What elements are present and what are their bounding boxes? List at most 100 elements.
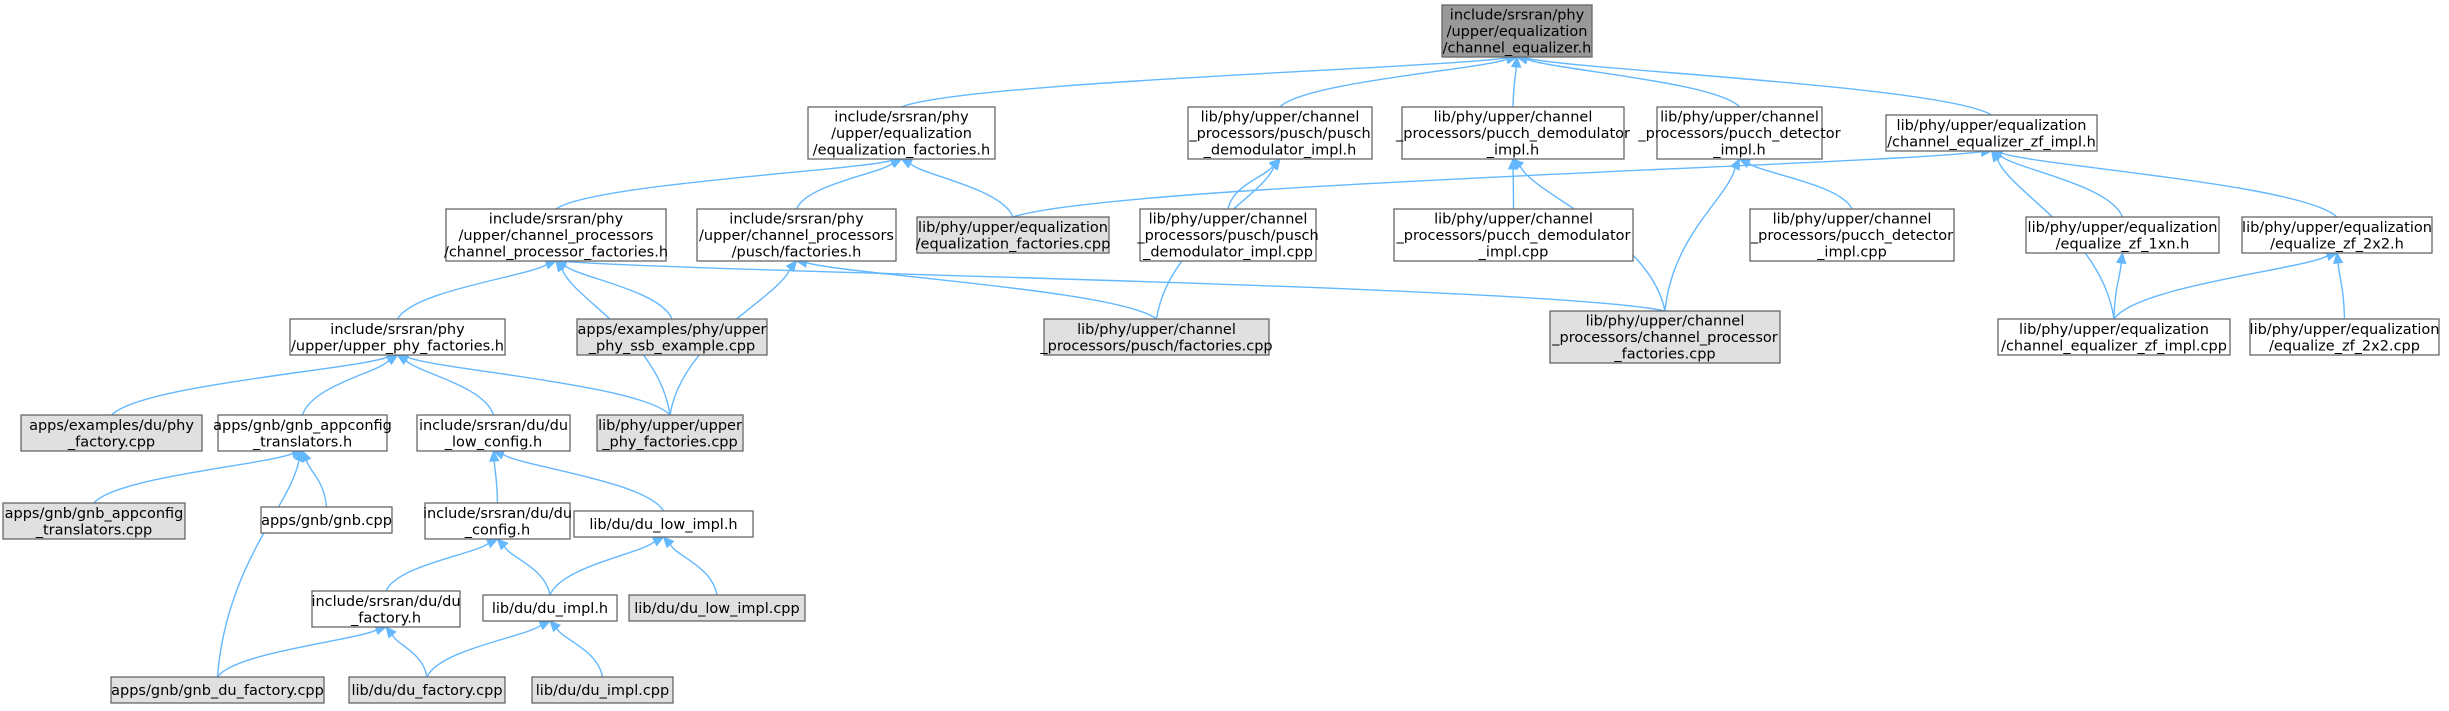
arrowhead: [1730, 157, 1741, 171]
node-box: [696, 208, 897, 262]
node-lib-du-du-impl-h[interactable]: lib/du/du_impl.h: [482, 594, 618, 622]
node-box: [217, 414, 388, 452]
node-label-line: include/srsran/phy: [330, 322, 465, 338]
node-lib-du-du-low-impl-h[interactable]: lib/du/du_low_impl.h: [573, 510, 754, 538]
node-lib-du-du-low-impl-cpp[interactable]: lib/du/du_low_impl.cpp: [628, 594, 806, 622]
edge-n31-to-n21: [216, 449, 304, 678]
edge-line: [909, 163, 1014, 218]
node-label-line: lib/phy/upper/equalization: [2028, 220, 2218, 236]
edge-n11-to-n4: [1738, 158, 1853, 210]
node-label-line: _processors/pusch/pusch: [1136, 228, 1318, 244]
node-label-line: lib/phy/upper/equalization: [2019, 322, 2209, 338]
edge-n9-to-n2: [1227, 158, 1281, 210]
edge-line: [426, 624, 542, 678]
edge-line: [669, 543, 718, 596]
node-box: [1187, 106, 1373, 160]
node-lib-du-du-factory-cpp[interactable]: lib/du/du_factory.cpp: [348, 676, 506, 704]
node-lib-phy-upper-equalization-equalize-zf-1xn-h[interactable]: lib/phy/upper/equalization/equalize_zf_1…: [2025, 216, 2220, 254]
node-lib-phy-upper-channel-processors-pusch-pusch-demodulator-impl-h[interactable]: lib/phy/upper/channel_processors/pusch/p…: [1187, 106, 1373, 160]
node-box: [576, 318, 768, 356]
node-box: [424, 502, 571, 540]
node-label-line: _impl.h: [1486, 143, 1539, 159]
node-label-line: /channel_equalizer_zf_impl.h: [1887, 134, 2096, 150]
node-lib-phy-upper-channel-processors-pusch-factories-cpp[interactable]: lib/phy/upper/channel_processors/pusch/f…: [1039, 318, 1273, 356]
node-label-line: include/srsran/du/du: [311, 594, 460, 610]
arrowhead: [385, 626, 397, 639]
node-lib-phy-upper-channel-processors-pucch-detector-impl-h[interactable]: lib/phy/upper/channel_processors/pucch_d…: [1637, 106, 1841, 160]
node-box: [311, 590, 461, 628]
node-include-srsran-phy-upper-channel-processors-channel-processor-factories-h[interactable]: include/srsran/phy/upper/channel_process…: [444, 208, 668, 262]
edge-n15-to-n6: [554, 260, 673, 320]
node-lib-phy-upper-channel-processors-pucch-demodulator-impl-cpp[interactable]: lib/phy/upper/channel_processors/pucch_d…: [1393, 208, 1634, 262]
node-include-srsran-phy-upper-upper-phy-factories-h[interactable]: include/srsran/phy/upper/upper_phy_facto…: [289, 318, 506, 356]
node-lib-phy-upper-equalization-equalization-factories-cpp[interactable]: lib/phy/upper/equalization/equalization_…: [916, 216, 1111, 254]
node-label-line: apps/examples/phy/upper: [578, 322, 767, 338]
node-lib-phy-upper-channel-processors-pucch-demodulator-impl-h[interactable]: lib/phy/upper/channel_processors/pucch_d…: [1395, 106, 1630, 160]
node-box: [573, 510, 754, 538]
edge-line: [1999, 154, 2124, 218]
node-lib-phy-upper-channel-processors-pusch-pusch-demodulator-impl-cpp[interactable]: lib/phy/upper/channel_processors/pusch/p…: [1136, 208, 1319, 262]
edge-line: [1512, 66, 1517, 108]
node-apps-gnb-gnb-appconfig-translators-h[interactable]: apps/gnb/gnb_appconfig_translators.h: [213, 414, 392, 452]
node-lib-phy-upper-channel-processors-channel-processor-factories-cpp[interactable]: lib/phy/upper/channel_processors/channel…: [1549, 310, 1781, 364]
node-lib-phy-upper-equalization-channel-equalizer-zf-impl-cpp[interactable]: lib/phy/upper/equalization/channel_equal…: [1997, 318, 2231, 356]
edge-line: [493, 460, 499, 504]
node-box: [445, 208, 667, 262]
arrowhead: [549, 620, 562, 633]
node-label-line: /equalization_factories.cpp: [916, 236, 1111, 252]
node-lib-phy-upper-channel-processors-pucch-detector-impl-cpp[interactable]: lib/phy/upper/channel_processors/pucch_d…: [1749, 208, 1955, 262]
node-lib-phy-upper-equalization-equalize-zf-2x2-h[interactable]: lib/phy/upper/equalization/equalize_zf_2…: [2241, 216, 2433, 254]
node-include-srsran-du-du-factory-h[interactable]: include/srsran/du/du_factory.h: [311, 590, 461, 628]
edge-n19-to-n13: [2332, 251, 2346, 320]
node-include-srsran-phy-upper-equalization-equalization-factories-h[interactable]: include/srsran/phy/upper/equalization/eq…: [807, 106, 996, 160]
node-box: [596, 414, 744, 452]
node-box: [807, 106, 996, 160]
node-include-srsran-phy-upper-equalization-channel-equalizer-h[interactable]: include/srsran/phy/upper/equalization/ch…: [1441, 4, 1593, 58]
node-label-line: /upper/channel_processors: [459, 228, 654, 244]
node-label-line: _factories.cpp: [1613, 347, 1715, 363]
edge-line: [1664, 167, 1736, 312]
node-apps-gnb-gnb-cpp[interactable]: apps/gnb/gnb.cpp: [260, 506, 393, 534]
edge-line: [564, 264, 673, 320]
edge-n25-to-n21: [301, 449, 328, 508]
node-apps-gnb-gnb-du-factory-cpp[interactable]: apps/gnb/gnb_du_factory.cpp: [110, 676, 325, 704]
node-include-srsran-phy-upper-channel-processors-pusch-factories-h[interactable]: include/srsran/phy/upper/channel_process…: [696, 208, 897, 262]
node-label-line: /channel_processor_factories.h: [444, 245, 668, 261]
node-label-line: /equalize_zf_2x2.cpp: [2269, 338, 2420, 354]
node-lib-du-du-impl-cpp[interactable]: lib/du/du_impl.cpp: [531, 676, 674, 704]
node-apps-gnb-gnb-appconfig-translators-cpp[interactable]: apps/gnb/gnb_appconfig_translators.cpp: [2, 502, 186, 540]
arrowhead: [485, 538, 499, 549]
node-lib-phy-upper-equalization-channel-equalizer-zf-impl-h[interactable]: lib/phy/upper/equalization/channel_equal…: [1885, 114, 2098, 152]
node-label-line: lib/phy/upper/channel: [1077, 322, 1236, 338]
node-label-line: _processors/pusch/factories.cpp: [1039, 338, 1272, 354]
node-apps-examples-du-phy-factory-cpp[interactable]: apps/examples/du/phy_factory.cpp: [20, 414, 203, 452]
edge-line: [385, 542, 489, 592]
edge-n23-to-n14: [396, 352, 671, 416]
node-label-line: lib/du/du_impl.h: [492, 601, 608, 617]
node-label-line: _impl.h: [1712, 143, 1765, 159]
node-label-line: _factory.h: [350, 610, 421, 626]
node-lib-phy-upper-equalization-equalize-zf-2x2-cpp[interactable]: lib/phy/upper/equalization/equalize_zf_2…: [2249, 318, 2440, 356]
node-box: [482, 594, 618, 622]
node-apps-examples-phy-upper-phy-ssb-example-cpp[interactable]: apps/examples/phy/upper_phy_ssb_example.…: [576, 318, 768, 356]
file-nodes: include/srsran/phy/upper/equalization/ch…: [2, 4, 2440, 704]
node-box: [2, 502, 186, 540]
node-label-line: include/srsran/du/du: [423, 506, 572, 522]
edge-n17-to-n4: [1664, 157, 1741, 312]
node-label-line: _demodulator_impl.h: [1203, 143, 1357, 159]
arrowhead: [496, 538, 509, 551]
edge-n12-to-n5: [1990, 150, 2124, 218]
arrowhead: [2115, 251, 2127, 265]
node-label-line: apps/examples/du/phy: [29, 418, 194, 434]
edge-n14-to-n6: [396, 259, 558, 320]
node-include-srsran-du-du-config-h[interactable]: include/srsran/du/du_config.h: [423, 502, 572, 540]
node-box: [2249, 318, 2440, 356]
node-label-line: _processors/pucch_detector: [1750, 228, 1953, 244]
node-include-srsran-du-du-low-config-h[interactable]: include/srsran/du/du_low_config.h: [416, 414, 571, 452]
node-box: [2025, 216, 2220, 254]
node-label-line: /channel_equalizer_zf_impl.cpp: [2001, 338, 2227, 354]
edge-n4-to-n0: [1515, 54, 1741, 108]
node-box: [348, 676, 506, 704]
edge-line: [2001, 152, 2338, 218]
node-lib-phy-upper-upper-phy-factories-cpp[interactable]: lib/phy/upper/upper_phy_factories.cpp: [596, 414, 744, 452]
